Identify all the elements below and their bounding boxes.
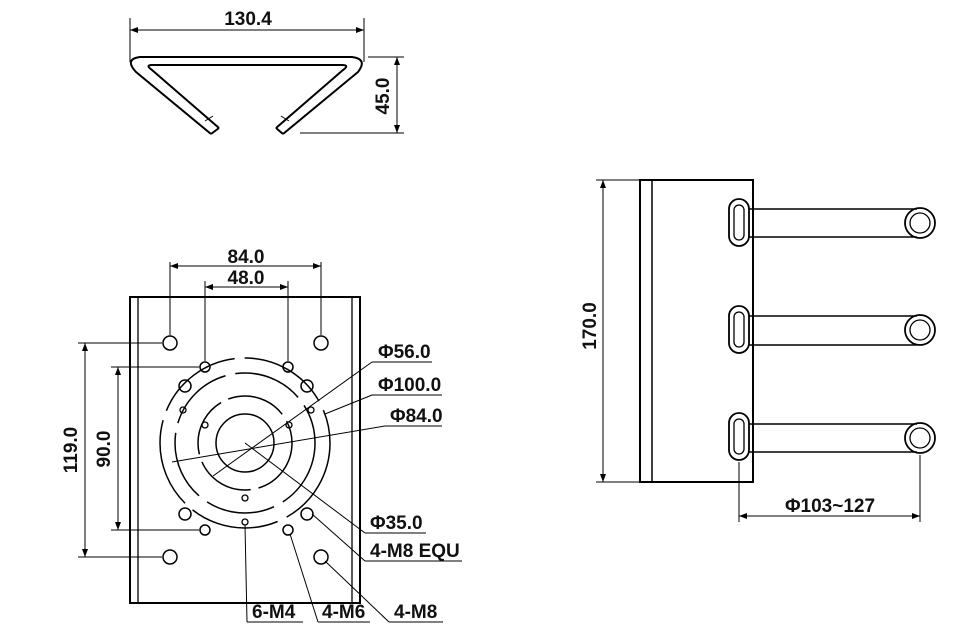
circle-35	[215, 413, 275, 473]
top-view: 130.4 45.0	[129, 9, 404, 135]
plate-view: 84.0 48.0 119.0 90.0 Φ56.0 Φ100.0 Φ	[61, 247, 462, 623]
label-phi-35: Φ35.0	[370, 513, 423, 534]
label-phi-56: Φ56.0	[378, 342, 431, 363]
dim-90-0: 90.0	[94, 431, 115, 468]
label-4-m8-equ: 4-M8 EQU	[370, 541, 460, 562]
dim-170-0: 170.0	[580, 302, 601, 350]
dim-45-0: 45.0	[373, 78, 394, 115]
label-phi-100: Φ100.0	[378, 375, 441, 396]
dim-130-4: 130.4	[224, 9, 272, 30]
dim-119-0: 119.0	[61, 427, 82, 474]
label-4-m6: 4-M6	[322, 602, 365, 623]
holes	[162, 335, 329, 565]
dim-phi-103-127: Φ103~127	[785, 496, 875, 517]
label-6-m4: 6-M4	[252, 602, 296, 623]
dim-48-0: 48.0	[228, 268, 265, 289]
side-view: 170.0 Φ103~127	[580, 179, 936, 522]
dim-84-0: 84.0	[228, 247, 265, 268]
circle-84	[174, 372, 316, 514]
circle-56	[197, 395, 293, 491]
label-4-m8: 4-M8	[394, 602, 437, 623]
label-phi-84: Φ84.0	[390, 406, 443, 427]
